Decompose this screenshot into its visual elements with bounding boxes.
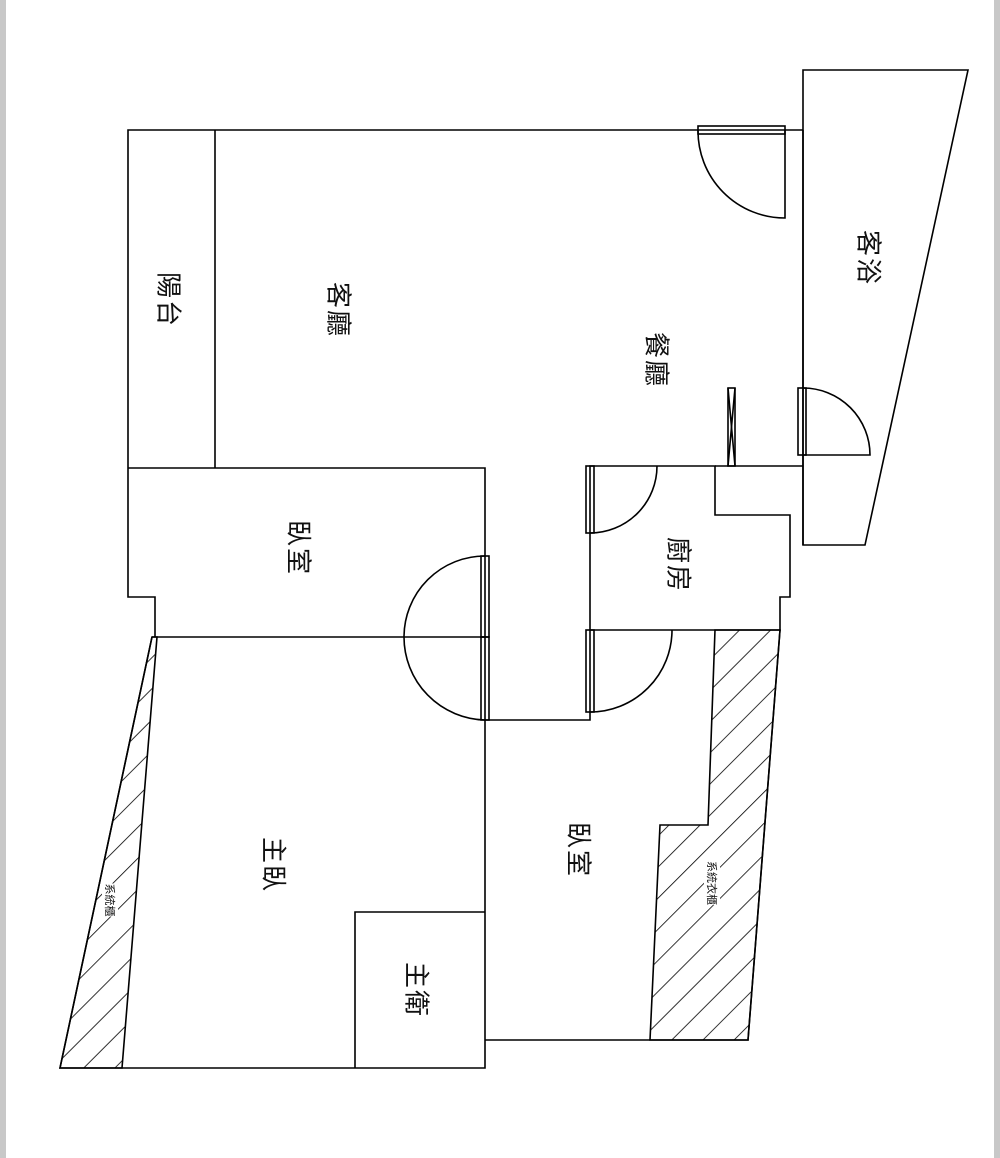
kitchen-door-swing — [589, 465, 658, 534]
master-bedroom-wall — [59, 636, 486, 1069]
bedroom1-door-swing — [403, 555, 486, 638]
label-living-room: 客廳 — [322, 281, 353, 339]
label-master-bath: 主衛 — [400, 961, 431, 1019]
master-door-swing — [403, 636, 486, 721]
label-dining-room: 餐廳 — [640, 331, 671, 389]
wardrobe-hatch — [649, 629, 781, 1041]
page-edge-left — [0, 0, 6, 1158]
label-balcony: 陽台 — [152, 271, 183, 329]
guest-bath-wall — [802, 69, 969, 546]
page-edge-right — [994, 0, 1000, 1158]
main-outer-wall — [127, 129, 803, 637]
label-system-wardrobe: 系統衣櫃 — [704, 861, 720, 905]
bath-door-swing — [802, 387, 871, 456]
window — [727, 387, 736, 467]
label-system-cabinet: 系統櫃 — [102, 883, 118, 917]
label-bedroom-2: 臥室 — [562, 821, 593, 879]
master-bath-wall — [354, 911, 485, 1068]
window-line — [727, 387, 736, 467]
label-guest-bath: 客浴 — [852, 229, 883, 287]
label-bedroom-1: 臥室 — [282, 519, 313, 577]
bedroom2-door-swing — [589, 629, 673, 713]
entry-door-swing — [697, 129, 786, 219]
label-kitchen: 廚房 — [662, 536, 693, 594]
label-master-bedroom: 主臥 — [257, 836, 288, 894]
bath-door-panel[interactable] — [797, 387, 807, 456]
